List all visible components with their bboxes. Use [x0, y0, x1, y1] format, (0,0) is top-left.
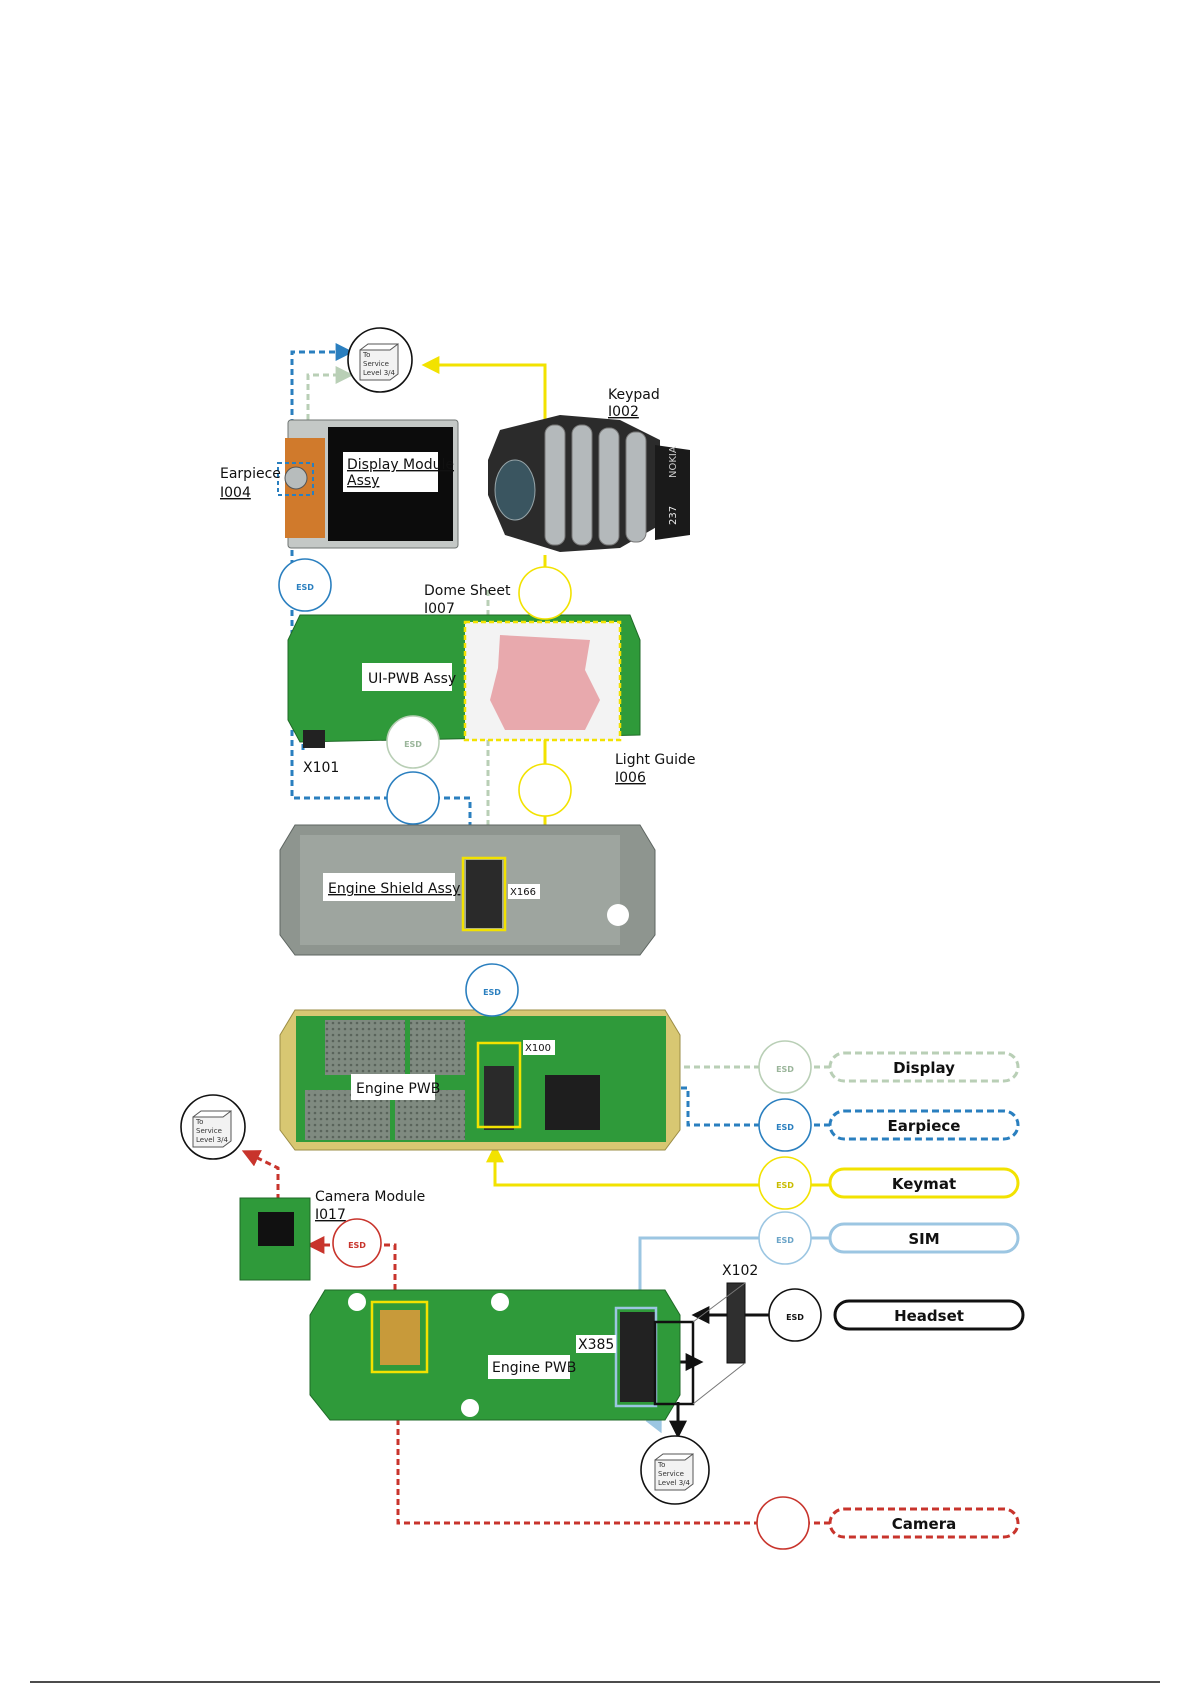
esd-circle-headset: [768, 1288, 822, 1342]
display-module-assy: Display Module Assy: [277, 419, 459, 549]
camera-line-bottom: [389, 1381, 830, 1525]
x102-label: X102: [722, 1263, 758, 1279]
svg-text:ESD: ESD: [786, 1313, 804, 1322]
svg-text:X166: X166: [510, 887, 536, 898]
svg-text:Service: Service: [363, 360, 389, 368]
esd-circle-camera-bottom: [756, 1496, 810, 1550]
earpiece-highlight: [277, 462, 314, 496]
svg-text:To: To: [195, 1118, 203, 1126]
keymat-line-bottom: [486, 1144, 830, 1187]
svg-text:To: To: [657, 1461, 665, 1469]
esd-tool-circles: [278, 558, 822, 1550]
svg-text:SIM: SIM: [908, 1230, 939, 1248]
esd-circle-keymat-2: [518, 763, 572, 817]
svg-text:Display: Display: [893, 1059, 955, 1077]
svg-text:Level 3/4: Level 3/4: [363, 369, 396, 377]
camera-connector-highlight: [370, 1300, 429, 1374]
svg-text:Keymat: Keymat: [892, 1175, 956, 1193]
svg-text:X100: X100: [525, 1043, 551, 1054]
camera-module-code: I017: [315, 1207, 346, 1223]
svg-text:Engine PWB: Engine PWB: [356, 1081, 440, 1097]
svg-text:ESD: ESD: [404, 740, 422, 749]
legend-sim: SIM: [828, 1222, 1020, 1254]
svg-text:ESD: ESD: [776, 1181, 794, 1190]
esd-circle-camera: [332, 1218, 382, 1268]
service-box-left: To Service Level 3/4: [180, 1094, 246, 1160]
svg-text:ESD: ESD: [483, 988, 501, 997]
svg-text:X385: X385: [578, 1337, 614, 1353]
svg-text:237: 237: [668, 506, 679, 525]
esd-circle-engine: [465, 963, 519, 1017]
camera-module-label: Camera Module: [315, 1189, 425, 1205]
legend: Display Earpiece Keymat SIM Headset Came…: [828, 1051, 1025, 1539]
svg-text:Engine Shield Assy: Engine Shield Assy: [328, 881, 460, 897]
x166-highlight: [461, 856, 507, 932]
keypad-code: I002: [608, 404, 639, 420]
svg-text:Level 3/4: Level 3/4: [196, 1136, 229, 1144]
legend-keymat: Keymat: [828, 1167, 1020, 1199]
legend-display: Display: [828, 1051, 1020, 1083]
service-box-bottom: To Service Level 3/4: [640, 1435, 710, 1505]
engine-pwb-bottom: Engine PWB X385: [309, 1289, 695, 1421]
svg-text:ESD: ESD: [776, 1065, 794, 1074]
camera-module: [239, 1197, 311, 1281]
legend-headset: Headset: [833, 1299, 1025, 1331]
svg-text:Assy: Assy: [347, 473, 379, 489]
earpiece-label: Earpiece: [220, 466, 281, 482]
esd-circle-earpiece: [386, 771, 440, 825]
display-line-top: [306, 366, 354, 420]
svg-text:ESD: ESD: [348, 1241, 366, 1250]
x100-highlight: [476, 1041, 522, 1129]
svg-text:UI-PWB Assy: UI-PWB Assy: [368, 671, 456, 687]
svg-text:To: To: [362, 351, 370, 359]
earpiece-code: I004: [220, 485, 251, 501]
svg-text:NOKIA: NOKIA: [668, 446, 679, 478]
x102-connector: [692, 1282, 746, 1405]
ui-pwb-assy: UI-PWB Assy: [287, 614, 641, 748]
svg-text:Headset: Headset: [894, 1307, 964, 1325]
keymat-line-top: [421, 356, 547, 420]
svg-text:Service: Service: [196, 1127, 222, 1135]
svg-text:ESD: ESD: [296, 583, 314, 592]
x101-label: X101: [303, 760, 339, 776]
engine-pwb-top: Engine PWB X100: [279, 1009, 681, 1151]
legend-camera: Camera: [828, 1507, 1020, 1539]
esd-glyphs: ESD ESD ESD ESD ESD ESD ESD ESD ESD: [296, 583, 804, 1322]
light-guide-label: Light Guide: [615, 752, 696, 768]
keypad-label: Keypad: [608, 387, 660, 403]
dome-sheet-code: I007: [424, 601, 455, 617]
svg-text:ESD: ESD: [776, 1123, 794, 1132]
svg-text:ESD: ESD: [776, 1236, 794, 1245]
svg-text:Camera: Camera: [892, 1515, 956, 1533]
legend-earpiece: Earpiece: [828, 1109, 1020, 1141]
camera-line-top: [241, 1150, 280, 1200]
svg-text:Earpiece: Earpiece: [888, 1117, 961, 1135]
light-guide-code: I006: [615, 770, 646, 786]
engine-shield-assy: Engine Shield Assy X166: [279, 824, 656, 956]
keypad: 237 NOKIA: [488, 415, 690, 552]
svg-text:Service: Service: [658, 1470, 684, 1478]
esd-circle-legend-sim: [758, 1211, 812, 1265]
svg-text:Level 3/4: Level 3/4: [658, 1479, 691, 1487]
earpiece-part: [284, 466, 308, 490]
esd-circle-legend-display: [758, 1040, 812, 1094]
esd-circle-keymat-1: [518, 566, 572, 620]
svg-text:Engine PWB: Engine PWB: [492, 1360, 576, 1376]
esd-circle-ui: [386, 715, 440, 769]
esd-circle-legend-keymat: [758, 1156, 812, 1210]
esd-circle-legend-earpiece: [758, 1098, 812, 1152]
dome-sheet-label: Dome Sheet: [424, 583, 511, 599]
esd-circle-display: [278, 558, 332, 612]
headset-connector-highlight: [653, 1320, 695, 1406]
svg-text:Display Module: Display Module: [347, 457, 454, 473]
service-box-top: To Service Level 3/4: [347, 327, 413, 393]
